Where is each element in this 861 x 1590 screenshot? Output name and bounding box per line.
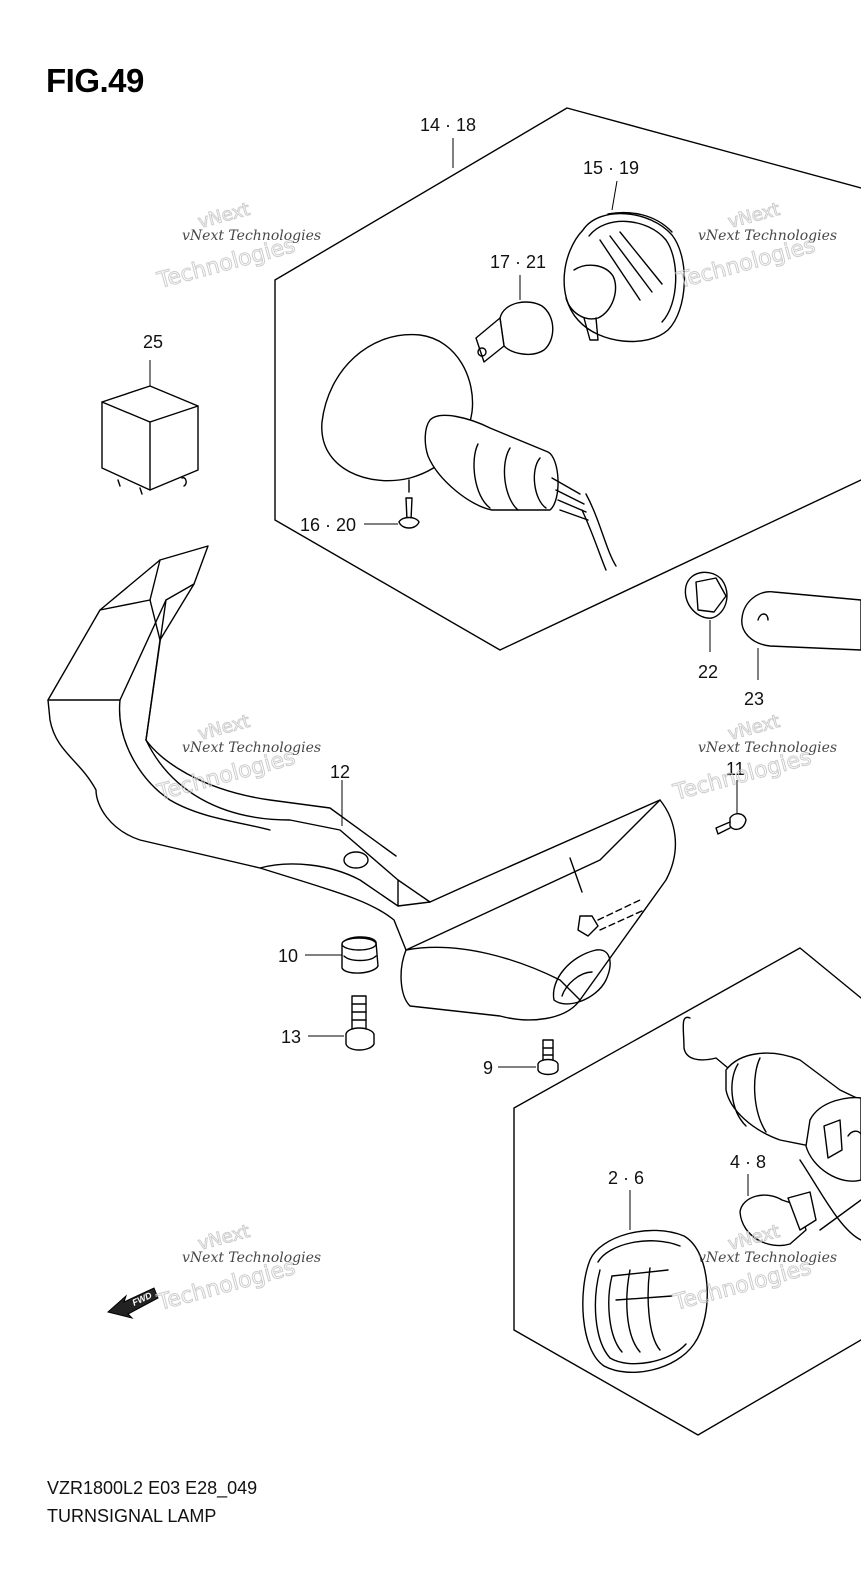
watermark-text: vNext Technologies bbox=[182, 740, 321, 756]
bolt-13 bbox=[308, 995, 375, 1051]
label-10: 10 bbox=[278, 946, 298, 966]
label-2-6: 2 · 6 bbox=[608, 1168, 644, 1188]
bulb-17-21 bbox=[475, 301, 554, 363]
nut-22 bbox=[684, 571, 728, 652]
fwd-arrow-icon: FWD bbox=[106, 1287, 159, 1319]
watermark-text: vNext Technologies bbox=[698, 1250, 837, 1266]
model-code-caption: VZR1800L2 E03 E28_049 bbox=[47, 1478, 258, 1498]
watermark-text: vNext Technologies bbox=[698, 228, 837, 244]
lamp-lens-15-19 bbox=[563, 211, 686, 343]
screw-9 bbox=[498, 1039, 559, 1076]
label-16-20: 16 · 20 bbox=[300, 515, 356, 535]
label-14-18: 14 · 18 bbox=[420, 115, 476, 135]
lamp-lens-2-6 bbox=[582, 1190, 708, 1373]
lamp-housing bbox=[321, 333, 617, 571]
label-22: 22 bbox=[698, 662, 718, 682]
watermark-text: vNext Technologies bbox=[182, 1250, 321, 1266]
lower-assembly-outline bbox=[513, 947, 861, 1436]
bracket-12 bbox=[47, 545, 677, 1021]
screw-16-20 bbox=[364, 479, 420, 529]
watermark-text: vNext Technologies bbox=[182, 228, 321, 244]
grommet-10 bbox=[305, 936, 379, 974]
screw-11 bbox=[715, 780, 747, 835]
label-11: 11 bbox=[726, 759, 745, 779]
label-17-21: 17 · 21 bbox=[490, 252, 546, 272]
upper-assembly-outline bbox=[274, 107, 861, 651]
watermark: vNext vNext Technologies Technologies vN… bbox=[154, 198, 837, 1316]
label-23: 23 bbox=[744, 689, 764, 709]
assembly-name-caption: TURNSIGNAL LAMP bbox=[47, 1506, 217, 1526]
label-25: 25 bbox=[143, 332, 163, 352]
label-15-19: 15 · 19 bbox=[583, 158, 639, 178]
label-9: 9 bbox=[483, 1058, 493, 1078]
label-13: 13 bbox=[281, 1027, 301, 1047]
label-12: 12 bbox=[330, 762, 350, 782]
label-4-8: 4 · 8 bbox=[730, 1152, 766, 1172]
figure-title: FIG.49 bbox=[46, 62, 144, 99]
lower-lamp-housing bbox=[682, 1016, 861, 1241]
watermark-text: vNext Technologies bbox=[698, 740, 837, 756]
washer-23 bbox=[741, 591, 861, 680]
bulb-4-8 bbox=[739, 1174, 817, 1247]
relay-25 bbox=[101, 360, 199, 495]
